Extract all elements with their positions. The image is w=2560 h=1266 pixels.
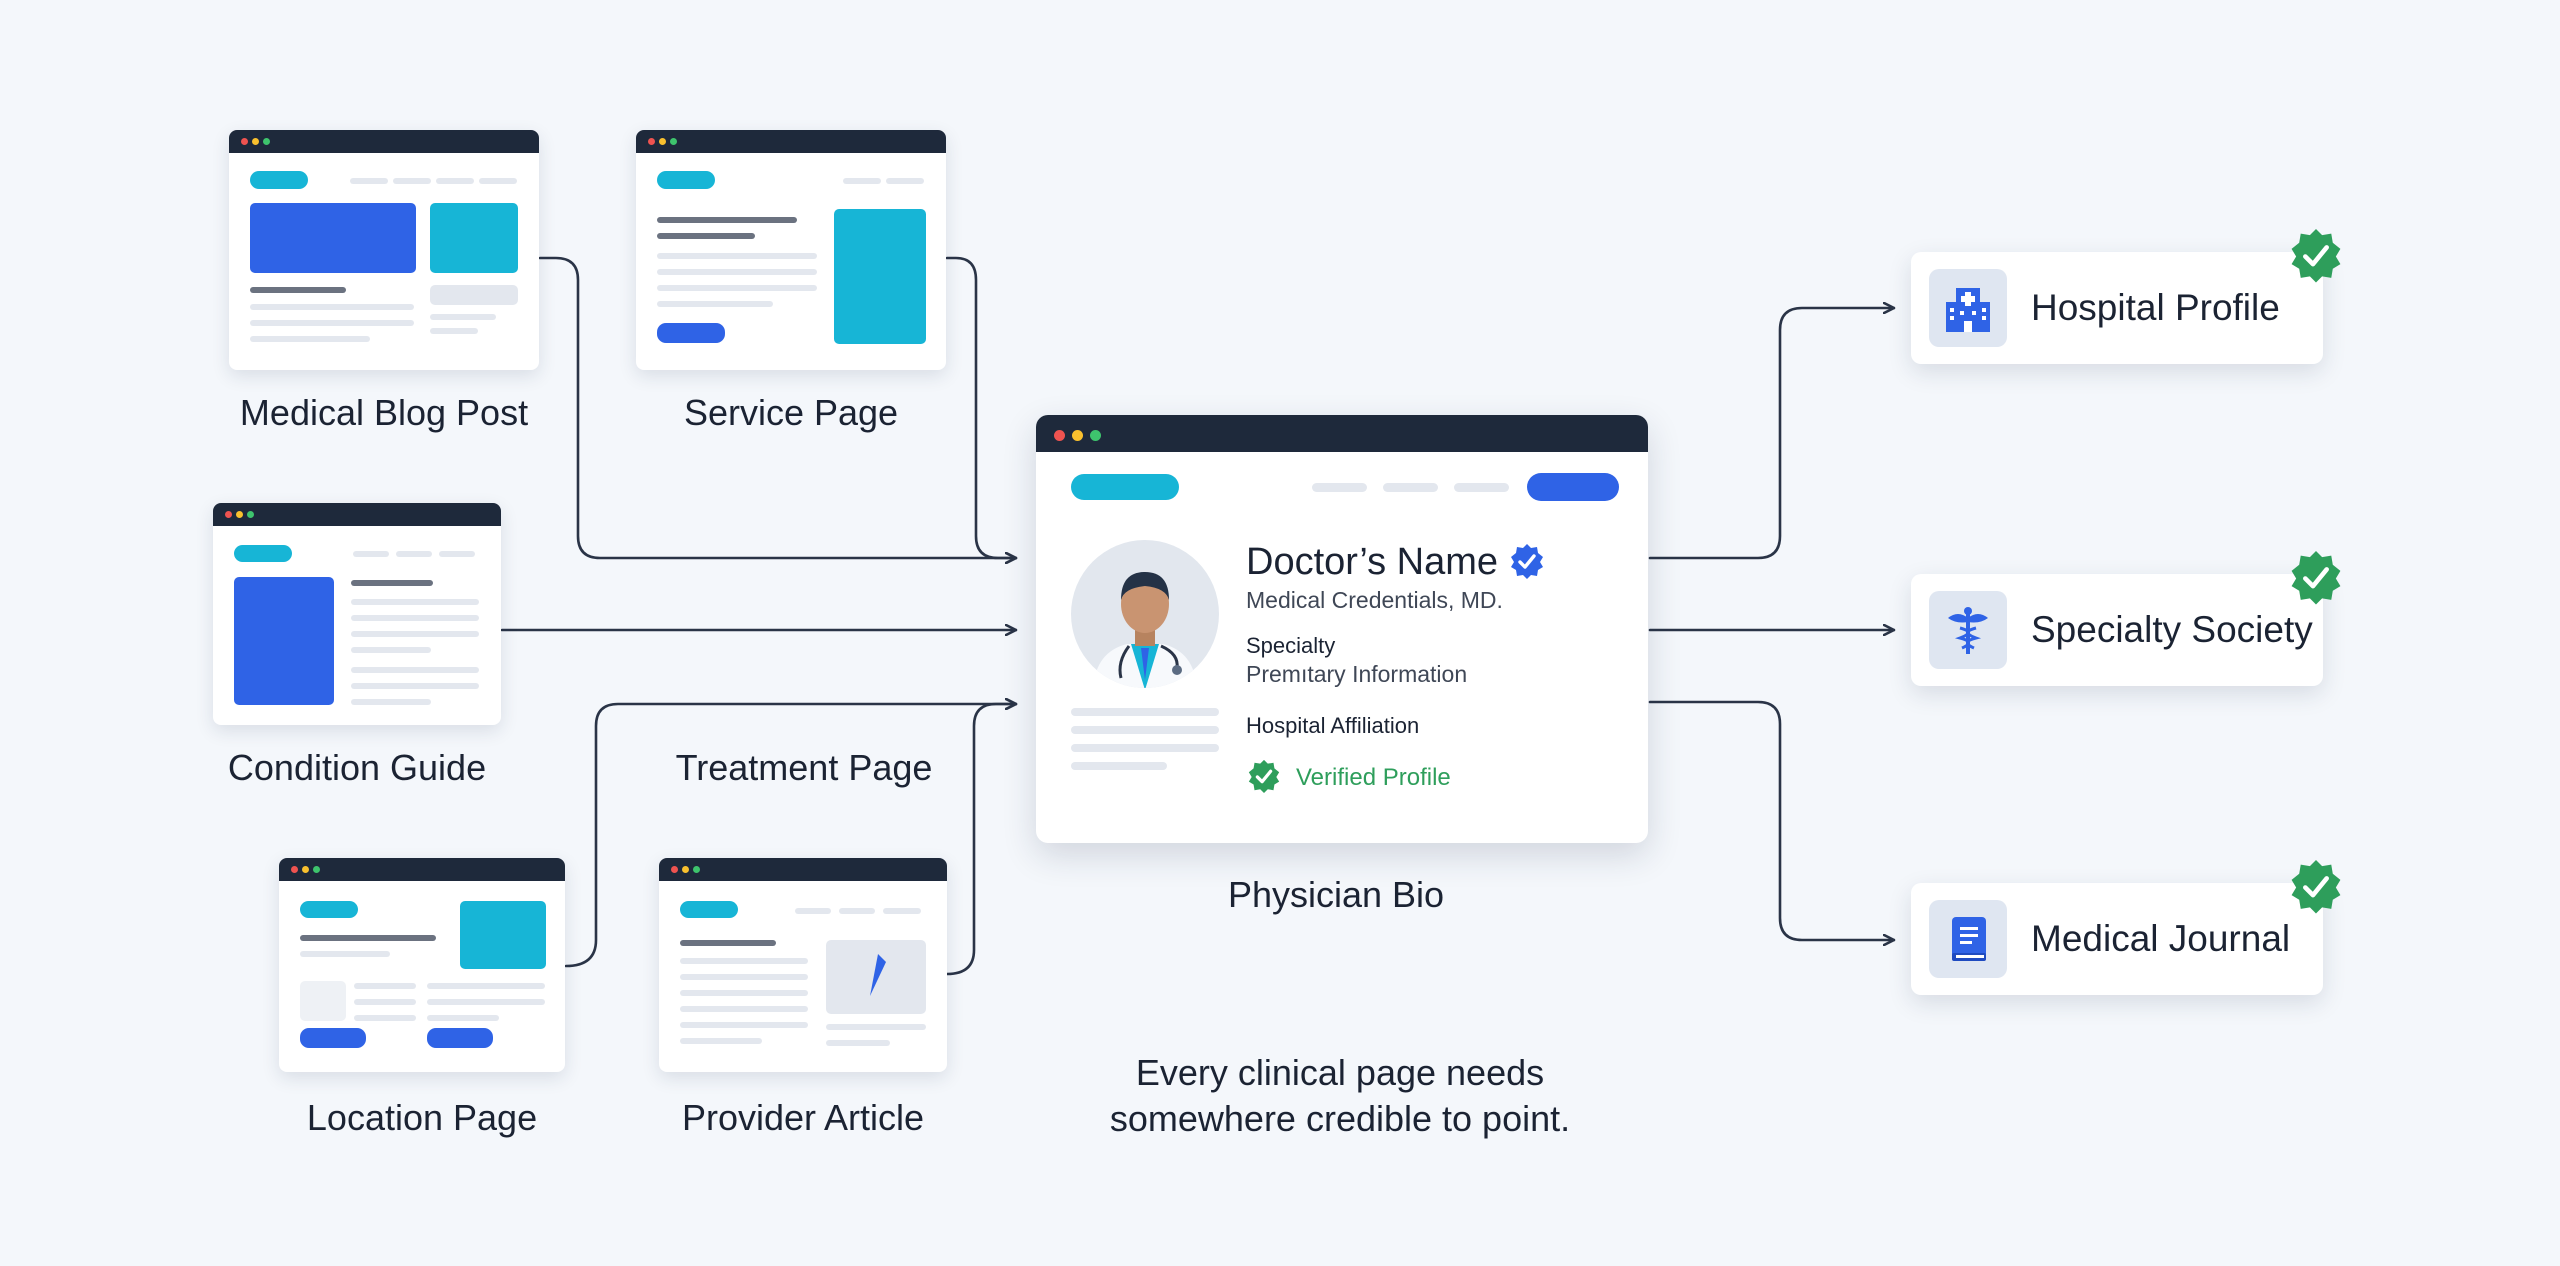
footer-caption-line-2: somewhere credible to point. bbox=[1109, 1098, 1571, 1139]
source-thumbnail-location-page[interactable] bbox=[279, 858, 565, 1072]
source-label-location-page: Location Page bbox=[306, 1097, 538, 1138]
target-label-specialty-society: Specialty Society bbox=[2031, 609, 2313, 650]
source-label-condition-guide: Condition Guide bbox=[227, 747, 487, 788]
caduceus-icon bbox=[1929, 591, 2007, 669]
verified-badge-icon bbox=[2287, 548, 2345, 606]
doctor-name: Doctor’s Name bbox=[1246, 541, 1499, 583]
window-titlebar bbox=[279, 858, 565, 881]
hospital-affiliation-label: Hospital Affiliation bbox=[1246, 713, 1420, 738]
connector-hospital-profile bbox=[1648, 308, 1896, 560]
target-hospital-profile[interactable]: Hospital Profile bbox=[1911, 229, 2341, 364]
image-placeholder bbox=[826, 940, 926, 1014]
connector-provider-article bbox=[945, 704, 1018, 976]
source-thumbnail-condition-guide[interactable] bbox=[213, 503, 501, 725]
book-icon bbox=[1929, 900, 2007, 978]
doctor-avatar bbox=[1071, 540, 1219, 688]
window-titlebar bbox=[213, 503, 501, 526]
window-titlebar bbox=[636, 130, 946, 153]
target-label-medical-journal: Medical Journal bbox=[2031, 918, 2291, 959]
footer-caption-line-1: Every clinical page needs bbox=[1135, 1052, 1545, 1093]
source-label-blog-post: Medical Blog Post bbox=[239, 392, 529, 433]
source-thumbnail-provider-article[interactable] bbox=[659, 858, 947, 1072]
target-specialty-society[interactable]: Specialty Society bbox=[1911, 551, 2341, 686]
connector-blog-post bbox=[538, 256, 1018, 558]
source-label-service-page: Service Page bbox=[683, 392, 899, 433]
profile-action-button[interactable] bbox=[1527, 473, 1619, 501]
connector-service-page bbox=[945, 256, 1018, 558]
specialty-value: Premıtary Information bbox=[1246, 661, 1468, 687]
physician-bio-label: Physician Bio bbox=[1227, 874, 1445, 915]
window-titlebar bbox=[229, 130, 539, 153]
verified-badge-icon bbox=[2287, 226, 2345, 284]
target-label-hospital-profile: Hospital Profile bbox=[2031, 287, 2280, 328]
verified-badge-icon bbox=[2287, 857, 2345, 915]
hospital-icon bbox=[1929, 269, 2007, 347]
target-medical-journal[interactable]: Medical Journal bbox=[1911, 860, 2341, 995]
window-titlebar bbox=[659, 858, 947, 881]
verified-profile-text: Verified Profile bbox=[1296, 764, 1451, 791]
verified-badge-icon bbox=[1508, 542, 1546, 580]
verified-check-icon bbox=[1246, 758, 1282, 794]
source-thumbnail-blog-post[interactable] bbox=[229, 130, 539, 370]
connector-location-page bbox=[564, 704, 1018, 968]
connector-medical-journal bbox=[1648, 700, 1896, 940]
specialty-label: Specialty bbox=[1246, 633, 1336, 658]
doctor-credentials: Medical Credentials, MD. bbox=[1246, 587, 1503, 613]
source-label-provider-article: Provider Article bbox=[681, 1097, 925, 1138]
physician-bio-card[interactable]: Doctor’s Name Medical Credentials, MD. S… bbox=[1036, 415, 1648, 843]
source-label-treatment-page: Treatment Page bbox=[675, 747, 933, 788]
window-titlebar bbox=[1036, 415, 1648, 452]
footer-caption: Every clinical page needs somewhere cred… bbox=[1110, 1050, 1570, 1142]
source-thumbnail-service-page[interactable] bbox=[636, 130, 946, 370]
